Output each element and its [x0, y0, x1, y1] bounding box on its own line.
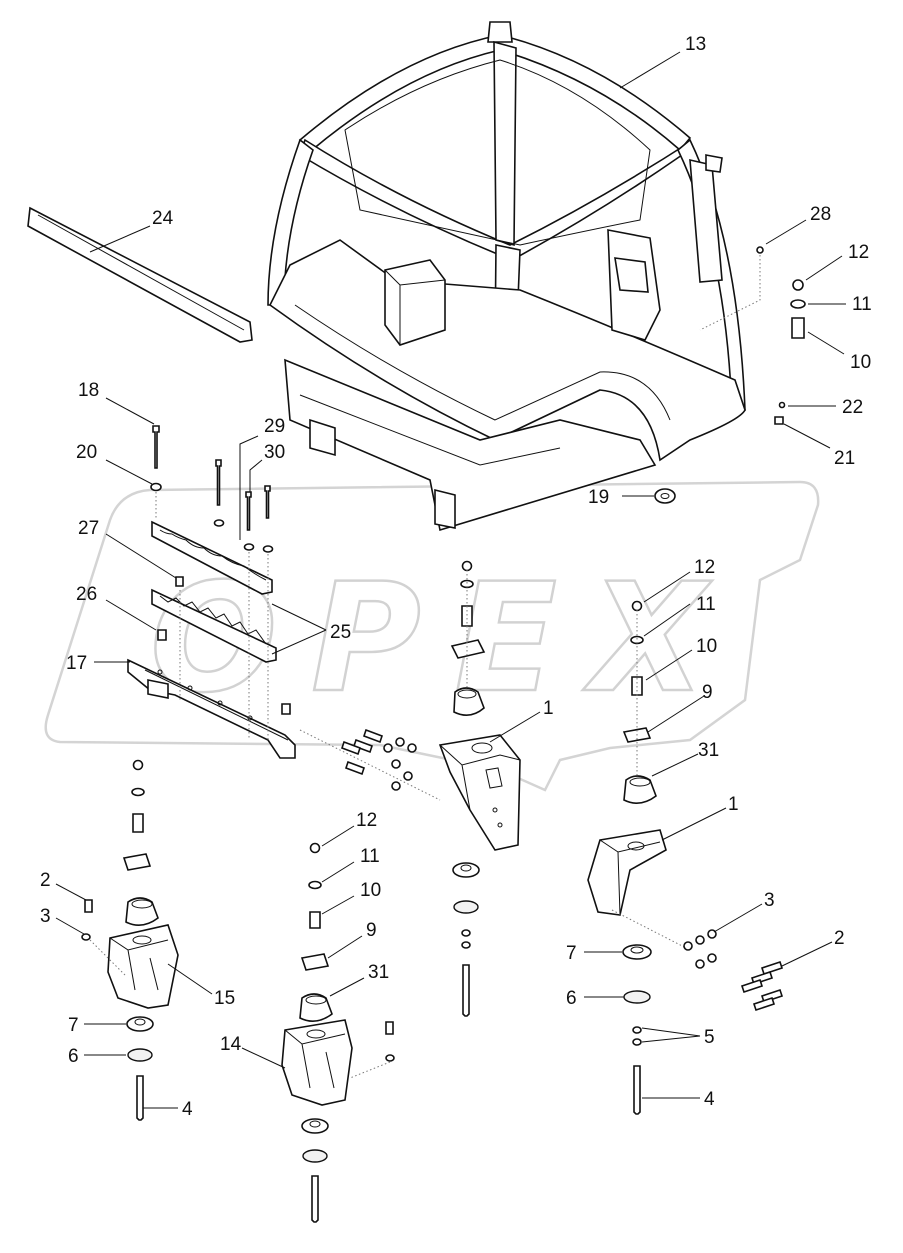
right-mount-stack-upper	[622, 600, 657, 804]
callout-21: 21	[834, 448, 855, 469]
callout-15: 15	[214, 988, 235, 1009]
mount-bracket-14	[281, 1019, 395, 1106]
spacer-10	[791, 317, 805, 339]
mount-bracket-center	[438, 734, 521, 851]
callout-22: 22	[842, 397, 863, 418]
callout-20: 20	[76, 442, 97, 463]
seal-strip	[27, 206, 253, 343]
callout-labels: 13 24 28 12 11 10 22 21 18 29 30 20 19 2…	[40, 34, 872, 1120]
callout-1b: 1	[728, 794, 739, 815]
callout-30: 30	[264, 442, 285, 463]
mount-bracket-right	[587, 829, 691, 951]
callout-5: 5	[704, 1027, 715, 1048]
ring-19	[654, 488, 676, 504]
callout-10c: 10	[360, 880, 381, 901]
nut-12	[792, 279, 804, 291]
right-hardware-stack	[699, 246, 806, 425]
callout-10b: 10	[696, 636, 717, 657]
callout-17: 17	[66, 653, 87, 674]
callout-2: 2	[40, 870, 51, 891]
center-mount-stack-upper	[450, 560, 486, 716]
callout-1: 1	[543, 698, 554, 719]
callout-11: 11	[852, 294, 872, 315]
callout-18: 18	[78, 380, 99, 401]
callout-13: 13	[685, 34, 706, 55]
callout-11c: 11	[360, 846, 380, 867]
callout-19: 19	[588, 487, 609, 508]
callout-6b: 6	[566, 988, 577, 1009]
callout-3b: 3	[764, 890, 775, 911]
center-mount-stack-lower	[452, 862, 480, 1017]
callout-4: 4	[182, 1099, 193, 1120]
callout-10: 10	[850, 352, 871, 373]
callout-31b: 31	[368, 962, 389, 983]
center-left-mount-stack	[299, 842, 333, 1022]
callout-11b: 11	[696, 594, 716, 615]
callout-29: 29	[264, 416, 285, 437]
callout-28: 28	[810, 204, 831, 225]
callout-27: 27	[78, 518, 99, 539]
callout-3: 3	[40, 906, 51, 927]
mount-bracket-15	[81, 899, 179, 1009]
callout-2b: 2	[834, 928, 845, 949]
cab-frame	[267, 21, 746, 532]
callout-4b: 4	[704, 1089, 715, 1110]
right-lower-bolts	[683, 929, 784, 1012]
callout-14: 14	[220, 1034, 242, 1055]
leader-lines	[55, 51, 846, 1109]
screw-28	[756, 246, 764, 254]
callout-6: 6	[68, 1046, 79, 1067]
plug-21	[774, 416, 784, 425]
bottom-mount-stack	[301, 1118, 329, 1223]
callout-31: 31	[698, 740, 719, 761]
callout-9: 9	[702, 682, 713, 703]
pin-22	[778, 401, 786, 409]
callout-12c: 12	[356, 810, 377, 831]
callout-12b: 12	[694, 557, 715, 578]
callout-24: 24	[152, 208, 174, 229]
callout-7: 7	[68, 1015, 79, 1036]
left-mount-stack-lower	[126, 1016, 154, 1121]
right-mount-stack-lower	[622, 944, 652, 1115]
center-bracket-bolts	[299, 728, 441, 801]
callout-12: 12	[848, 242, 869, 263]
callout-25: 25	[330, 622, 351, 643]
callout-7b: 7	[566, 943, 577, 964]
callout-9b: 9	[366, 920, 377, 941]
left-mount-stack-upper	[122, 759, 159, 926]
left-step-assembly	[127, 425, 296, 759]
callout-26: 26	[76, 584, 97, 605]
washer-11	[790, 299, 806, 309]
